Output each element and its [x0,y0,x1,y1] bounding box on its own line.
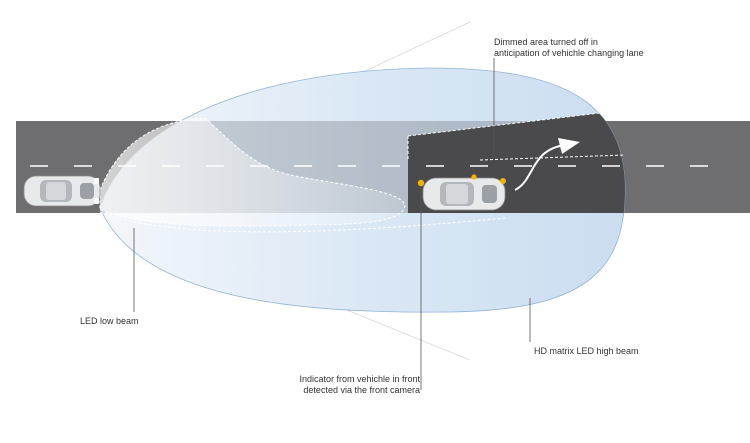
dimmed-outline [407,109,626,160]
high-beam-label: HD matrix LED high beam [534,346,639,357]
low-beam-label: LED low beam [80,316,139,327]
beam-boundary [99,211,506,233]
lane-change-arrow-icon [558,138,580,154]
dimmed-area-label-line2: anticipation of vehichle changing lane [494,48,644,58]
dimmed-area-label: Dimmed area turned off in anticipation o… [494,37,644,59]
indicator-light-icon [500,178,506,184]
lane-change-arrow-icon [514,144,566,191]
ego-car-icon [23,175,101,207]
indicator-label-line2: detected via the front camera [303,385,420,395]
indicator-light-icon [471,174,477,180]
low-beam-label-text: LED low beam [80,316,139,326]
indicator-light-icon [417,179,425,187]
front-car-icon [422,177,506,211]
high-beam-label-text: HD matrix LED high beam [534,346,639,356]
indicator-label-line1: Indicator from vehichle in front [299,374,420,384]
dimmed-outline [479,154,626,161]
dimmed-area-label-line1: Dimmed area turned off in [494,37,598,47]
low-beam-area [99,117,406,227]
indicator-label: Indicator from vehichle in front detecte… [299,374,420,396]
